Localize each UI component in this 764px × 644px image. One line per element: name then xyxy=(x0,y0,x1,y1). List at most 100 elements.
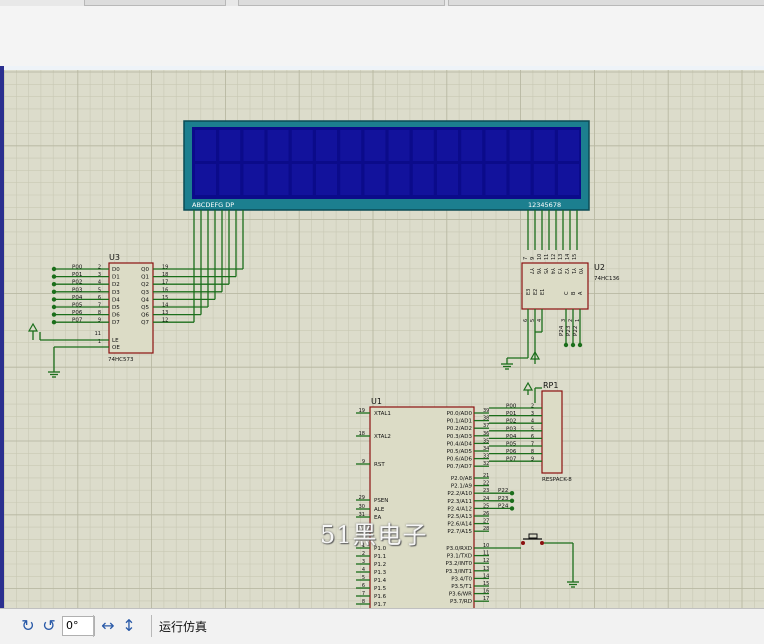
junction-dot xyxy=(509,491,515,496)
junction-dot xyxy=(509,506,515,511)
u1-pin-name: P2.5/A13 xyxy=(447,514,472,520)
lcd-character-cell xyxy=(412,164,434,195)
u1-pin-name: P2.0/A8 xyxy=(451,476,473,482)
lcd-character-cell xyxy=(364,164,386,195)
lcd-character-cell xyxy=(316,130,337,161)
u2-pin-name: Y2 xyxy=(563,267,569,274)
lcd-digit-label: 12345678 xyxy=(528,201,561,209)
lcd-character-cell xyxy=(195,130,216,161)
lcd-character-cell xyxy=(340,164,362,195)
toolbar-tab[interactable] xyxy=(84,0,226,6)
u2-pin-name: E2 xyxy=(533,289,539,295)
u2-pin-number: 4 xyxy=(537,319,543,322)
lcd-character-cell xyxy=(267,130,289,161)
lcd-character-cell xyxy=(219,130,241,161)
u2-pin-number: 14 xyxy=(565,254,571,260)
left-ruler-bar xyxy=(0,66,4,608)
lcd-character-cell xyxy=(243,164,265,195)
u2-pin-name: Y0 xyxy=(577,267,583,274)
u1-pin-number: 22 xyxy=(483,481,489,487)
junction-dot xyxy=(51,320,57,325)
lcd-character-cell xyxy=(461,164,483,195)
u1-pin-number: 27 xyxy=(483,519,489,525)
u2-pin-name: A xyxy=(578,291,584,295)
mirror-vertical-icon[interactable]: ↕ xyxy=(122,616,136,635)
junction-dot xyxy=(51,282,57,287)
u2-pin-number: 15 xyxy=(572,254,578,260)
u1-pin-name: PSEN xyxy=(374,498,388,504)
u3-net-label: P00 xyxy=(72,265,83,271)
power-symbol xyxy=(27,322,39,332)
run-simulation-status[interactable]: 运行仿真 xyxy=(159,620,208,634)
u1-net-label: P23 xyxy=(498,496,509,502)
u1-pin-name: P3.2/INT0 xyxy=(445,561,472,567)
toolbar-tab[interactable] xyxy=(448,0,764,6)
u1-pin-name: P2.2/A10 xyxy=(447,491,472,497)
u1-pin-name: P2.7/A15 xyxy=(447,529,472,535)
junction-dot xyxy=(577,342,583,348)
toolbar-tab[interactable] xyxy=(238,0,445,6)
u1-pin-name: P3.1/TXD xyxy=(447,554,472,560)
rotate-clockwise-icon[interactable]: ↻ xyxy=(21,616,35,635)
lcd-character-cell xyxy=(267,164,289,195)
u1-pin-number: 37 xyxy=(483,423,489,429)
u3-net-label: P05 xyxy=(72,303,83,309)
u3-part-name: 74HC573 xyxy=(108,357,134,363)
status-bar: ↻ ↺ 0° ↔ ↕ 运行仿真 xyxy=(0,608,764,644)
u3-pin-number: 3 xyxy=(98,272,101,278)
u1-pin-number: 2 xyxy=(362,551,365,557)
rp1-pin-number: 8 xyxy=(531,449,534,455)
u1-pin-name: P1.1 xyxy=(374,554,386,560)
lcd-character-cell xyxy=(219,164,241,195)
u1-pin-number: 5 xyxy=(362,575,365,581)
u1-pin-number: 25 xyxy=(483,503,489,509)
lcd-character-cell xyxy=(461,130,483,161)
u1-pin-number: 16 xyxy=(483,589,489,595)
u3-net-label: P01 xyxy=(72,272,82,278)
junction-dot xyxy=(570,342,576,348)
junction-dot xyxy=(509,498,515,503)
u3-net-label: P07 xyxy=(72,318,83,324)
u1-pin-name: P0.4/AD4 xyxy=(447,441,473,447)
rp1-net-label: P04 xyxy=(506,434,517,440)
u2-net-label: P24 xyxy=(559,325,565,336)
u1-pin-number: 21 xyxy=(483,473,489,479)
top-toolbar xyxy=(0,0,764,67)
u2-net-label: P22 xyxy=(573,326,579,336)
u2-pin-name: B xyxy=(571,291,577,295)
u1-pin-number: 19 xyxy=(359,408,365,414)
u1-pin-number: 32 xyxy=(483,461,489,467)
u1-pin-name: P3.7/RD xyxy=(450,599,472,605)
rp1-net-label: P01 xyxy=(506,411,516,417)
mirror-horizontal-icon[interactable]: ↔ xyxy=(101,616,115,635)
u2-pin-name: C xyxy=(564,291,570,295)
separator xyxy=(151,615,152,637)
u3-pin-name: Q4 xyxy=(141,297,149,303)
u1-pin-name: P0.6/AD6 xyxy=(447,457,473,463)
u3-pin-name: Q6 xyxy=(141,313,149,319)
u2-chip-body xyxy=(521,262,589,310)
u2-pin-number: 2 xyxy=(568,319,574,322)
u1-pin-number: 7 xyxy=(362,591,365,597)
u3-pin-number: 1 xyxy=(98,339,101,345)
u2-pin-number: 12 xyxy=(551,254,557,260)
lcd-character-cell xyxy=(291,130,313,161)
rp1-pin-number: 4 xyxy=(531,419,534,425)
u2-pin-number: 13 xyxy=(558,254,564,260)
u2-reference: U2 xyxy=(594,263,605,272)
lcd-character-cell xyxy=(509,130,531,161)
rp1-net-label: P02 xyxy=(506,419,516,425)
lcd-character-cell xyxy=(533,164,555,195)
rotation-input[interactable]: 0° xyxy=(62,616,95,636)
u1-net-label: P24 xyxy=(498,503,509,509)
u3-pin-name: D6 xyxy=(112,313,120,319)
u2-pin-name: Y3 xyxy=(556,267,562,274)
u1-pin-number: 36 xyxy=(483,431,489,437)
u1-pin-number: 30 xyxy=(359,504,365,510)
lcd-character-cell xyxy=(533,130,555,161)
rotate-counterclockwise-icon[interactable]: ↺ xyxy=(42,616,56,635)
u1-pin-number: 8 xyxy=(362,599,365,605)
u3-pin-number: 2 xyxy=(98,265,101,271)
